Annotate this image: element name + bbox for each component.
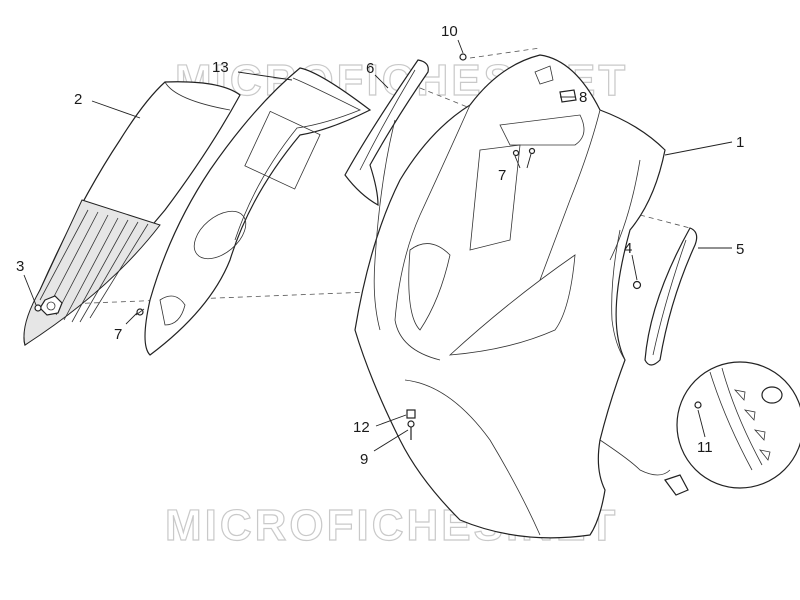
screw-3 xyxy=(34,304,42,312)
callouts: 1 2 3 4 5 6 7 7 8 9 10 11 12 13 xyxy=(16,23,744,468)
clip-8 xyxy=(559,89,577,103)
callout-7-left: 7 xyxy=(114,326,122,343)
callout-4: 4 xyxy=(624,240,632,257)
callout-13: 13 xyxy=(212,59,229,76)
part-13-inner-panel xyxy=(144,67,372,356)
screw-7-center-a xyxy=(512,149,520,157)
callout-3: 3 xyxy=(16,258,24,275)
screw-7-center-b xyxy=(528,147,536,155)
part-1-front-shield xyxy=(354,54,689,539)
nut-12 xyxy=(406,409,416,419)
callout-2: 2 xyxy=(74,91,82,108)
leader-lines xyxy=(23,39,733,452)
nut-4 xyxy=(632,280,642,290)
callout-8: 8 xyxy=(579,89,587,106)
callout-6: 6 xyxy=(366,60,374,77)
part-6-trim-strip xyxy=(344,59,429,207)
callout-11: 11 xyxy=(697,439,713,456)
callout-9: 9 xyxy=(360,451,368,468)
callout-1: 1 xyxy=(736,134,744,151)
callout-7-center: 7 xyxy=(498,167,506,184)
callout-10: 10 xyxy=(441,23,458,40)
assembly-lines xyxy=(39,47,691,430)
detail-inset xyxy=(676,361,800,489)
fasteners xyxy=(34,53,642,440)
part-2-grille-cover xyxy=(23,81,241,346)
callout-5: 5 xyxy=(736,241,744,258)
part-5-side-trim xyxy=(644,227,698,366)
callout-12: 12 xyxy=(353,419,370,436)
screw-10 xyxy=(459,53,467,61)
